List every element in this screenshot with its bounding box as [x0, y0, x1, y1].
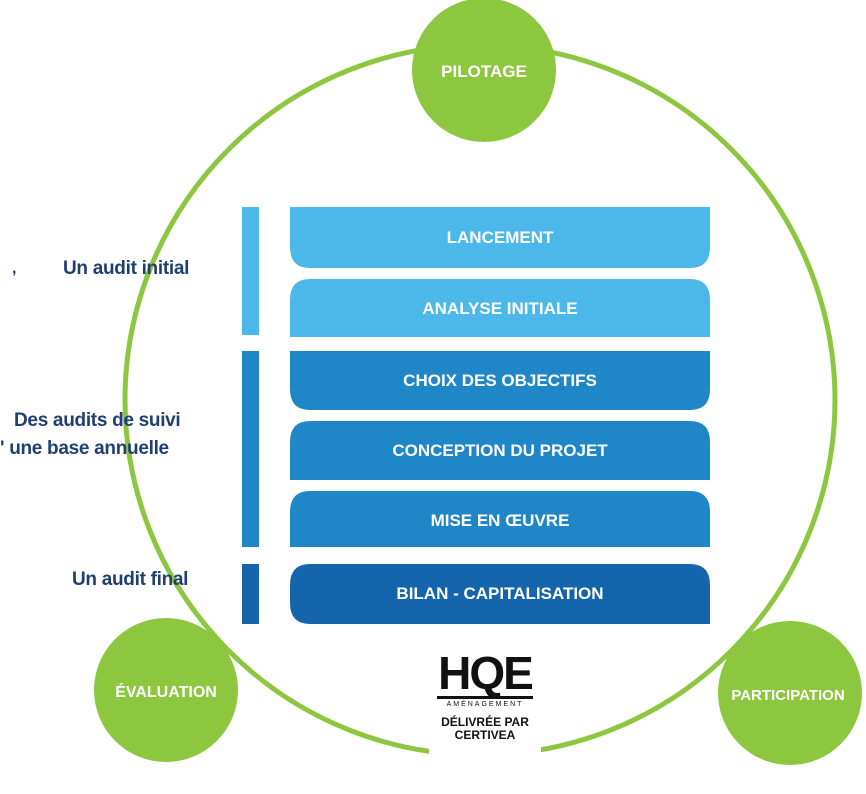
hqe-certivea-logo: HQE AMÉNAGEMENT DÉLIVRÉE PAR CERTIVEA	[429, 646, 541, 764]
audit-final-bar	[242, 564, 259, 624]
circle-label: ÉVALUATION	[115, 682, 217, 701]
logo-line1: DÉLIVRÉE PAR	[441, 715, 529, 729]
circle-pilotage: PILOTAGE	[412, 0, 556, 142]
audit-final-label: Un audit final	[72, 569, 189, 590]
edge-mark: ,	[12, 260, 16, 277]
step-label: BILAN - CAPITALISATION	[396, 584, 603, 603]
step-mise-en-oeuvre: MISE EN ŒUVRE	[290, 491, 710, 547]
step-conception-projet: CONCEPTION DU PROJET	[290, 421, 710, 480]
audit-initial-bar	[242, 207, 259, 335]
step-bilan-capitalisation: BILAN - CAPITALISATION	[290, 564, 710, 624]
audit-initial-label: Un audit initial	[63, 258, 190, 279]
audit-suivi-bar	[242, 351, 259, 547]
audit-suivi-label-line1: Des audits de suivi	[14, 410, 181, 431]
audit-suivi-label-line2: ' une base annuelle	[0, 438, 169, 459]
circle-label: PARTICIPATION	[731, 687, 844, 704]
step-label: CONCEPTION DU PROJET	[392, 441, 608, 460]
step-label: LANCEMENT	[447, 228, 554, 247]
step-label: CHOIX DES OBJECTIFS	[403, 371, 597, 390]
logo-main: HQE	[437, 647, 534, 699]
circle-participation: PARTICIPATION	[718, 621, 862, 765]
step-label: ANALYSE INITIALE	[422, 299, 577, 318]
circle-evaluation: ÉVALUATION	[94, 618, 238, 762]
step-lancement: LANCEMENT	[290, 207, 710, 268]
step-choix-objectifs: CHOIX DES OBJECTIFS	[290, 351, 710, 410]
step-label: MISE EN ŒUVRE	[431, 511, 570, 530]
circle-label: PILOTAGE	[441, 62, 527, 81]
step-analyse-initiale: ANALYSE INITIALE	[290, 279, 710, 337]
logo-line2: CERTIVEA	[454, 728, 516, 742]
logo-sub: AMÉNAGEMENT	[446, 701, 524, 708]
